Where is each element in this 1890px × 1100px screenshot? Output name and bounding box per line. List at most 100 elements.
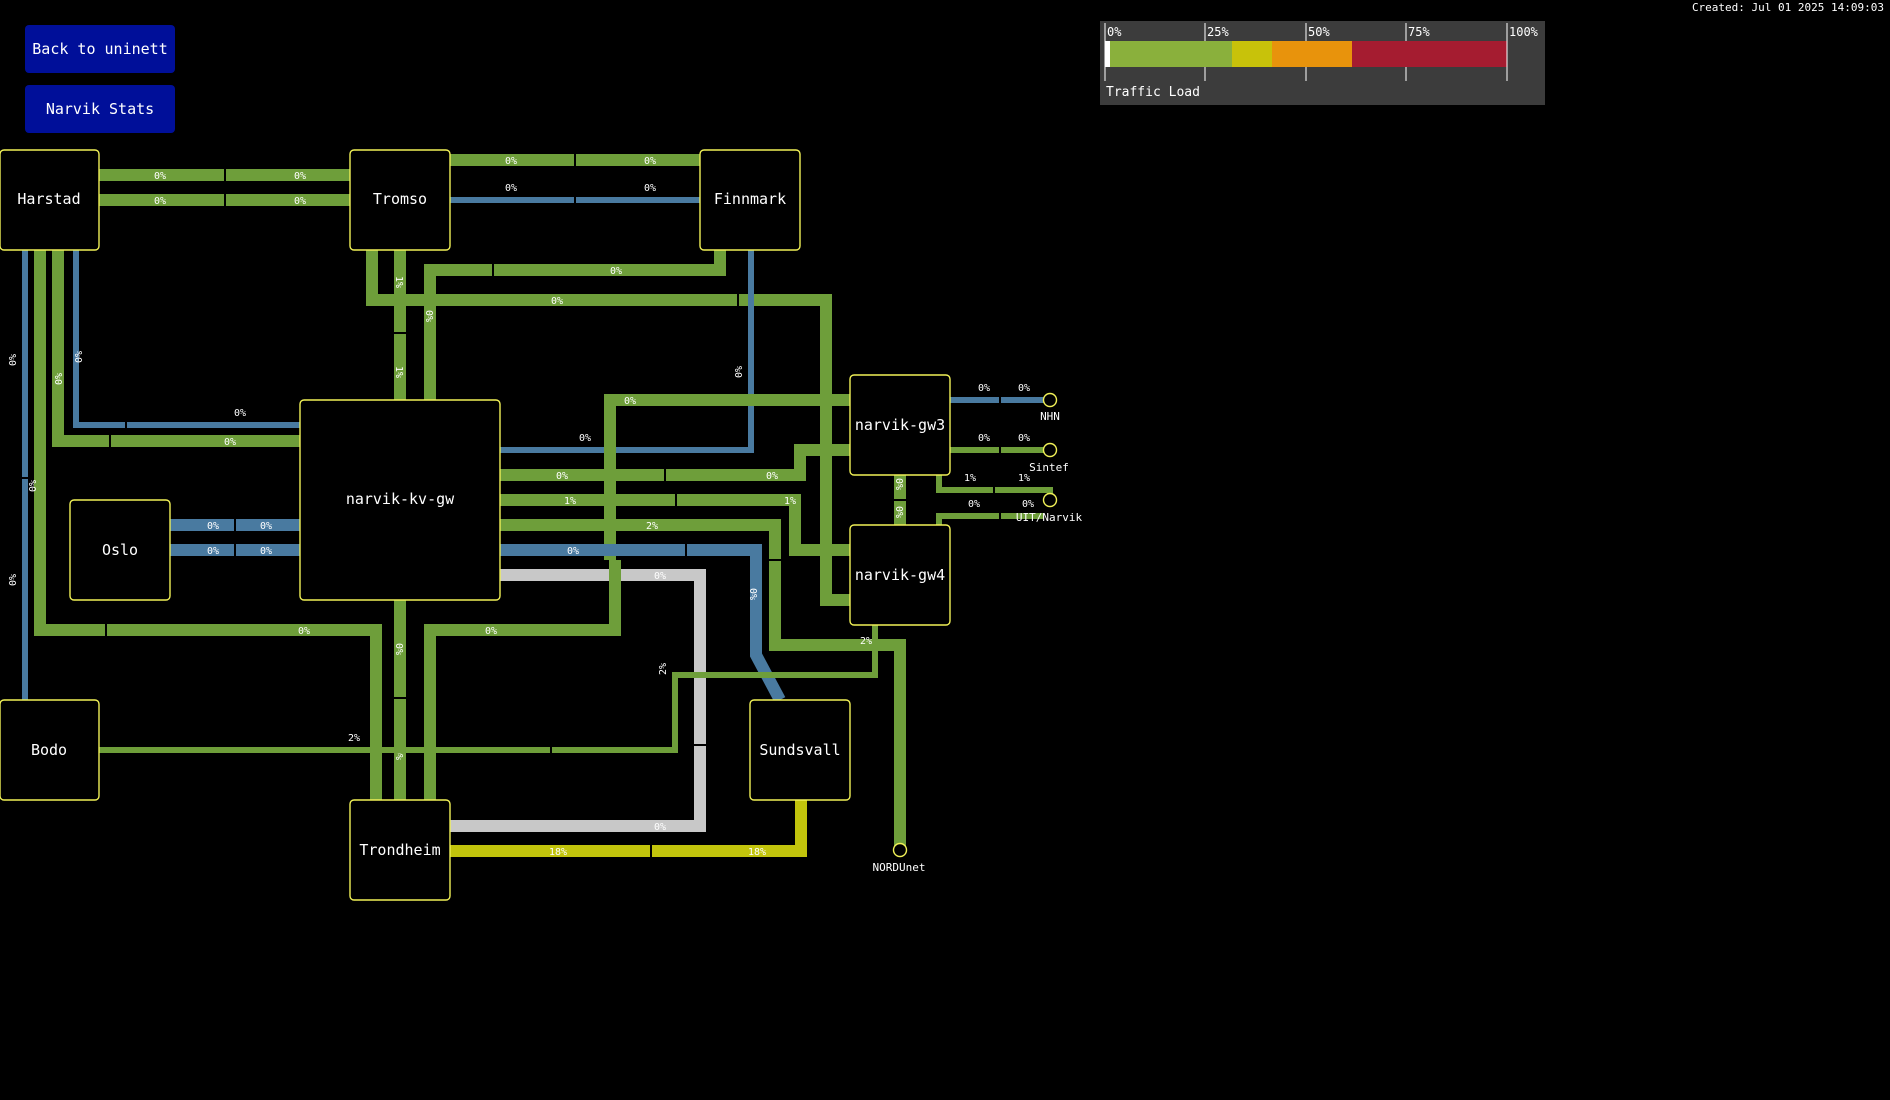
created-timestamp: Created: Jul 01 2025 14:09:03 — [1691, 1, 1884, 14]
kvgw-gw3-green-out-label: 0% — [556, 471, 568, 482]
harstad-tromso-a-in-label: 0% — [294, 171, 306, 182]
kvgw-gw3-blue-label: 0% — [579, 433, 591, 444]
endpoint-nhn-label: NHN — [1040, 410, 1060, 423]
legend-medium-swatch — [1232, 41, 1272, 67]
kvgw-gw3-v-label: 0% — [624, 396, 636, 407]
endpoint-sintef-dot — [1042, 442, 1058, 458]
tromso-finnmark-b-out-label: 0% — [505, 183, 517, 194]
link-tromso-finnmark-a[interactable]: 0% 0% — [450, 153, 700, 167]
gw3-gw4-in-label: 0% — [893, 506, 904, 518]
traffic-load-legend: 0% 25% 50% 75% 100% Traffic Load — [1100, 21, 1545, 105]
legend-tick-50: 50% — [1308, 25, 1330, 39]
endpoint-nordunet[interactable]: NORDUnet — [873, 842, 926, 875]
link-kvgw-gw3-green[interactable]: 0% 0% — [500, 444, 850, 482]
node-trondheim[interactable]: Trondheim — [349, 799, 451, 901]
gw3-sintef-out-label: 0% — [978, 433, 990, 444]
link-gw4-uit[interactable]: 0% 0% — [936, 499, 1044, 525]
kvgw-gw4-green-out-label: 1% — [564, 496, 576, 507]
link-kvgw-nordunet[interactable]: 2% — [500, 519, 906, 848]
harstad-tromso-a-out-label: 0% — [154, 171, 166, 182]
endpoint-nhn[interactable]: NHN — [1040, 392, 1060, 424]
link-bodo-gw4[interactable]: 2% 2% — [99, 625, 878, 755]
tromso-finnmark-b-in-label: 0% — [644, 183, 656, 194]
node-tromso-label: Tromso — [373, 190, 427, 208]
link-oslo-kvgw-b[interactable]: 0% 0% — [170, 543, 300, 557]
link-kvgw-trondheim[interactable]: 0% 0% — [393, 600, 407, 800]
endpoint-sintef[interactable]: Sintef — [1029, 442, 1069, 475]
link-tromso-finnmark-b[interactable]: 0% 0% — [450, 183, 700, 205]
endpoint-nhn-dot — [1042, 392, 1058, 408]
legend-high-swatch — [1272, 41, 1352, 67]
bodo-gw4-in-label: 2% — [658, 663, 669, 675]
legend-tick-100: 100% — [1509, 25, 1539, 39]
gw3-uit-out-label: 1% — [964, 473, 976, 484]
tromso-kvgw-in-label: 1% — [393, 366, 404, 378]
link-kvgw-gw3-blue[interactable]: 0% — [500, 433, 703, 453]
kvgw-sundsvall-out-label: 0% — [567, 546, 579, 557]
gw4-uit-in-label: 0% — [1022, 499, 1034, 510]
link-kvgw-gw3-v[interactable]: 0% — [604, 394, 850, 560]
link-gw3-gw4[interactable]: 0% 0% — [893, 475, 907, 525]
node-tromso[interactable]: Tromso — [349, 149, 451, 251]
node-narvik-kv-gw[interactable]: narvik-kv-gw — [299, 399, 501, 601]
tromso-kvgw-out-label: 1% — [393, 276, 404, 288]
narvik-stats-button[interactable]: Narvik Stats — [25, 85, 175, 133]
harstad-kvgw-blue-label: 0% — [234, 408, 246, 419]
back-to-uninett-button[interactable]: Back to uninett — [25, 25, 175, 73]
link-gw3-uit[interactable]: 1% 1% — [936, 473, 1053, 495]
harstad-kvgw-blue-v-label: 0% — [74, 351, 85, 363]
kvgw-sundsvall-in-label: 0% — [747, 588, 758, 600]
legend-title: Traffic Load — [1106, 85, 1200, 100]
legend-critical-swatch — [1352, 41, 1507, 67]
link-kvgw-trondheim-gray[interactable]: 0% 0% — [450, 569, 707, 833]
oslo-kvgw-a-out-label: 0% — [207, 521, 219, 532]
node-finnmark[interactable]: Finnmark — [699, 149, 801, 251]
link-harstad-tromso-a[interactable]: 0% 0% — [99, 168, 350, 182]
node-bodo[interactable]: Bodo — [0, 699, 100, 801]
legend-tick-25: 25% — [1207, 25, 1229, 39]
link-kvgw-gw4-green[interactable]: 1% 1% — [500, 493, 850, 556]
link-harstad-trondheim[interactable]: 0% 0% — [28, 250, 382, 800]
endpoint-nordunet-dot — [892, 842, 908, 858]
link-trondheim-sundsvall[interactable]: 18% 18% — [450, 800, 807, 858]
link-tromso-kvgw[interactable]: 1% 1% 0% — [393, 250, 434, 400]
links: 0% 0% 0% 0% 0% 0% 0% 0% 0% — [8, 153, 1053, 858]
link-tromso-gw4[interactable]: 0% — [366, 250, 850, 606]
link-finnmark-gw3[interactable]: 0% — [703, 250, 754, 453]
node-sundsvall[interactable]: Sundsvall — [749, 699, 851, 801]
link-gw3-sintef[interactable]: 0% 0% — [950, 433, 1044, 455]
trondheim-sundsvall-in-label: 18% — [748, 847, 766, 858]
harstad-kvgw-green-label: 0% — [224, 437, 236, 448]
kvgw-trondheim-in-label: 0% — [393, 748, 404, 760]
link-finnmark-kvgw[interactable]: 0% — [424, 250, 726, 400]
node-narvik-gw4-label: narvik-gw4 — [855, 566, 945, 584]
oslo-kvgw-b-out-label: 0% — [207, 546, 219, 557]
gw3-gw4-out-label: 0% — [893, 478, 904, 490]
node-narvik-gw3[interactable]: narvik-gw3 — [849, 374, 951, 476]
link-gw3-nhn[interactable]: 0% 0% — [950, 383, 1044, 405]
harstad-bodo-out-label: 0% — [8, 354, 19, 366]
trondheim-sundsvall-out-label: 18% — [549, 847, 567, 858]
link-harstad-kvgw-blue[interactable]: 0% 0% — [73, 250, 300, 430]
link-harstad-tromso-b[interactable]: 0% 0% — [99, 193, 350, 207]
node-finnmark-label: Finnmark — [714, 190, 786, 208]
endpoint-uit-dot — [1042, 492, 1058, 508]
node-narvik-gw4[interactable]: narvik-gw4 — [849, 524, 951, 626]
oslo-kvgw-a-in-label: 0% — [260, 521, 272, 532]
endpoint-nordunet-label: NORDUnet — [873, 861, 926, 874]
kvgw-gw4-green-in-label: 1% — [784, 496, 796, 507]
gw4-nordunet-label: 2% — [860, 636, 872, 647]
legend-tick-75: 75% — [1408, 25, 1430, 39]
link-oslo-kvgw-a[interactable]: 0% 0% — [170, 518, 300, 532]
gw3-sintef-in-label: 0% — [1018, 433, 1030, 444]
node-narvik-kv-gw-label: narvik-kv-gw — [346, 490, 455, 508]
node-oslo[interactable]: Oslo — [69, 499, 171, 601]
link-harstad-bodo[interactable]: 0% 0% — [8, 250, 30, 700]
tromso-gw4-label: 0% — [551, 296, 563, 307]
link-kvgw-trondheim-b[interactable]: 0% — [424, 560, 621, 800]
node-sundsvall-label: Sundsvall — [759, 741, 840, 759]
link-harstad-kvgw-green[interactable]: 0% 0% — [52, 250, 300, 448]
node-harstad[interactable]: Harstad — [0, 149, 100, 251]
endpoint-uit-narvik[interactable]: UIT/Narvik — [1016, 492, 1083, 525]
